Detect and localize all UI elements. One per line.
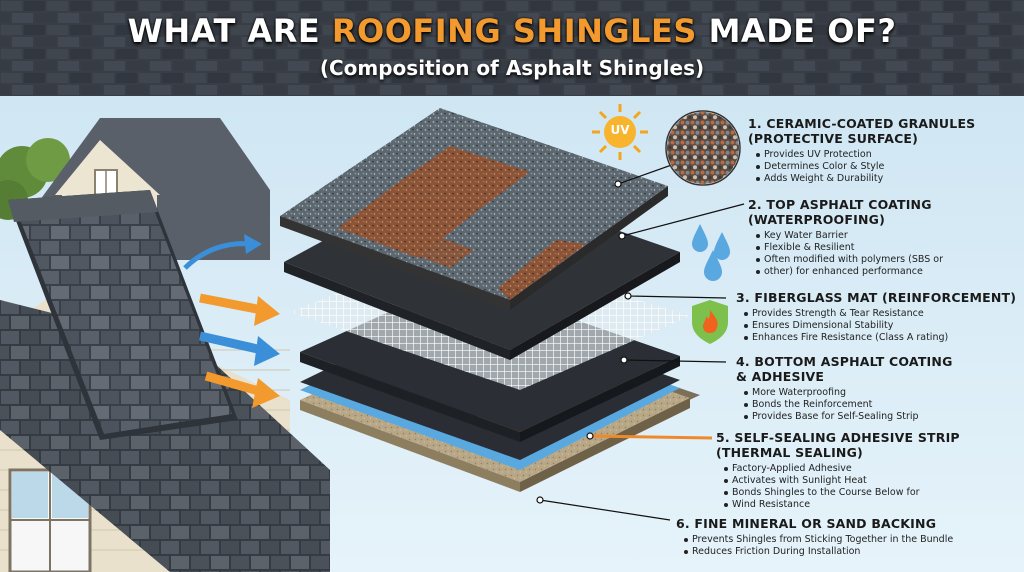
list-item: Determines Color & Style	[756, 161, 1018, 173]
title-prefix: WHAT ARE	[127, 12, 321, 50]
layer-2-callout: 2. TOP ASPHALT COATING (WATERPROOFING) K…	[748, 197, 1018, 278]
title-suffix: MADE OF?	[708, 12, 897, 50]
layer-3-heading: 3. FIBERGLASS MAT (REINFORCEMENT)	[736, 290, 1017, 305]
list-item: Factory-Applied Adhesive	[724, 463, 1016, 475]
list-item: Activates with Sunlight Heat	[724, 475, 1016, 487]
title-accent: ROOFING SHINGLES	[331, 12, 697, 50]
header: WHAT ARE ROOFING SHINGLES MADE OF? (Comp…	[0, 0, 1024, 92]
layer-2-subheading: (WATERPROOFING)	[748, 212, 885, 227]
list-item: Reduces Friction During Installation	[684, 546, 1020, 558]
list-item: Bonds the Reinforcement	[744, 399, 1021, 411]
layer-3-callout: 3. FIBERGLASS MAT (REINFORCEMENT) Provid…	[736, 290, 1021, 344]
layer-6-callout: 6. FINE MINERAL OR SAND BACKING Prevents…	[676, 516, 1020, 558]
layer-1-callout: 1. CERAMIC-COATED GRANULES (PROTECTIVE S…	[748, 116, 1018, 185]
sun-uv-icon	[592, 104, 648, 160]
list-item: Often modified with polymers (SBS or	[756, 254, 1018, 266]
list-item: Key Water Barrier	[756, 230, 1018, 242]
layer-1-heading: 1. CERAMIC-COATED GRANULES	[748, 116, 976, 131]
list-item: Provides Base for Self-Sealing Strip	[744, 411, 1021, 423]
layer-4-subheading: & ADHESIVE	[736, 369, 825, 384]
layer-5-heading: 5. SELF-SEALING ADHESIVE STRIP	[716, 430, 960, 445]
uv-badge: UV	[610, 123, 630, 137]
arrows	[183, 234, 280, 408]
list-item: other) for enhanced performance	[756, 266, 1018, 278]
list-item: Provides Strength & Tear Resistance	[744, 308, 1021, 320]
shingle-sample	[8, 190, 238, 440]
list-item: Ensures Dimensional Stability	[744, 320, 1021, 332]
list-item: Prevents Shingles from Sticking Together…	[684, 534, 1020, 546]
layer-5-subheading: (THERMAL SEALING)	[716, 445, 863, 460]
layer-5-callout: 5. SELF-SEALING ADHESIVE STRIP (THERMAL …	[716, 430, 1016, 511]
page-title: WHAT ARE ROOFING SHINGLES MADE OF?	[0, 12, 1024, 50]
list-item: Enhances Fire Resistance (Class A rating…	[744, 332, 1021, 344]
layer-stack	[280, 108, 700, 492]
fire-shield-icon	[692, 300, 728, 344]
list-item: Adds Weight & Durability	[756, 173, 1018, 185]
list-item: Provides UV Protection	[756, 149, 1018, 161]
granules-closeup-icon	[665, 110, 741, 186]
list-item: Wind Resistance	[724, 499, 1016, 511]
layer-6-heading: 6. FINE MINERAL OR SAND BACKING	[676, 516, 937, 531]
callout-lines	[536, 161, 745, 521]
layer-4-heading: 4. BOTTOM ASPHALT COATING	[736, 354, 953, 369]
layer-4-callout: 4. BOTTOM ASPHALT COATING & ADHESIVE Mor…	[736, 354, 1021, 423]
layer-1-subheading: (PROTECTIVE SURFACE)	[748, 131, 919, 146]
list-item: More Waterproofing	[744, 387, 1021, 399]
layer-2-heading: 2. TOP ASPHALT COATING	[748, 197, 932, 212]
list-item: Flexible & Resilient	[756, 242, 1018, 254]
water-drops-icon	[692, 224, 730, 281]
page-subtitle: (Composition of Asphalt Shingles)	[319, 56, 705, 80]
list-item: Bonds Shingles to the Course Below for	[724, 487, 1016, 499]
